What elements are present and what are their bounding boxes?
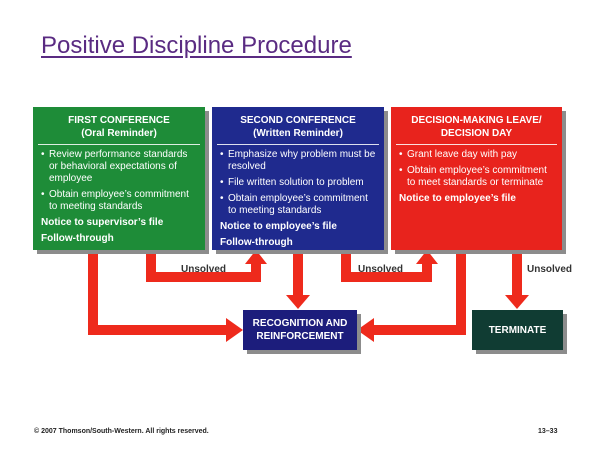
list-item: • Emphasize why problem must be resolved — [220, 149, 378, 173]
bullet-icon: • — [399, 165, 403, 176]
connector-first-to-second — [146, 272, 261, 282]
list-item: • Obtain employee’s commitment to meeting… — [41, 189, 199, 213]
connector-first-to-recognition — [88, 250, 98, 335]
stage-title: FIRST CONFERENCE — [68, 115, 170, 126]
stage-note: Notice to employee’s file — [399, 193, 516, 204]
stage-note: Notice to supervisor’s file — [41, 217, 164, 228]
bullet-icon: • — [41, 149, 45, 160]
copyright-footer: © 2007 Thomson/South-Western. All rights… — [34, 428, 209, 435]
bullet-text: Grant leave day with pay — [407, 149, 518, 160]
stage-title: DECISION-MAKING LEAVE/ — [411, 115, 542, 126]
arrowhead-up-third — [416, 250, 438, 264]
stage-title: SECOND CONFERENCE — [240, 115, 356, 126]
bullet-icon: • — [220, 177, 224, 188]
connector-third-to-terminate — [512, 250, 522, 296]
divider — [217, 144, 379, 145]
bullet-icon: • — [220, 149, 224, 160]
recognition-label: RECOGNITION AND REINFORCEMENT — [252, 318, 348, 342]
page-title: Positive Discipline Procedure — [41, 32, 352, 59]
bullet-text: Obtain employee’s commitment to meeting … — [49, 189, 189, 212]
list-item: • Obtain employee’s commitment to meeting… — [220, 193, 378, 217]
connector-third-to-recognition — [372, 325, 466, 335]
unsolved-label-second: Unsolved — [358, 264, 404, 275]
stage-subtitle: DECISION DAY — [440, 128, 513, 139]
bullet-text: Obtain employee’s commitment to meeting … — [228, 193, 368, 216]
unsolved-label-first: Unsolved — [181, 264, 227, 275]
connector-second-to-third — [422, 262, 432, 282]
connector-second-to-third — [341, 250, 351, 282]
stage-note: Follow-through — [41, 233, 114, 244]
page-number: 13–33 — [538, 428, 558, 435]
arrowhead-down-terminate — [505, 295, 529, 309]
stage-heading: SECOND CONFERENCE (Written Reminder) — [212, 107, 384, 144]
arrowhead-right-recognition — [226, 318, 243, 342]
connector-first-to-second — [251, 262, 261, 282]
unsolved-label-third: Unsolved — [527, 264, 573, 275]
bullet-text: Emphasize why problem must be resolved — [228, 149, 376, 172]
stage-second-conference: SECOND CONFERENCE (Written Reminder) • Em… — [212, 107, 384, 250]
stage-bullets: •Emphasize why problem must be resolved … — [212, 149, 384, 217]
terminate-box: TERMINATE — [472, 310, 563, 350]
connector-first-to-recognition — [88, 325, 228, 335]
stage-bullets: • Review performance standards or behavio… — [33, 149, 205, 213]
bullet-icon: • — [399, 149, 403, 160]
stage-note: Follow-through — [220, 237, 293, 248]
divider — [38, 144, 200, 145]
stage-bullets: • Grant leave day with pay • Obtain employ… — [391, 149, 562, 189]
arrowhead-down-recognition — [286, 295, 310, 309]
stage-decision-making-leave: DECISION-MAKING LEAVE/ DECISION DAY • Gra… — [391, 107, 562, 250]
arrowhead-up-second — [245, 250, 267, 264]
stage-note: Notice to employee’s file — [220, 221, 337, 232]
list-item: • File written solution to problem — [220, 177, 378, 189]
stage-heading: DECISION-MAKING LEAVE/ DECISION DAY — [391, 107, 562, 144]
bullet-text: Review performance standards or behavior… — [49, 149, 188, 184]
bullet-text: File written solution to problem — [228, 177, 364, 188]
stage-subtitle: (Oral Reminder) — [81, 128, 157, 139]
list-item: • Obtain employee’s commitment to meet st… — [399, 165, 556, 189]
bullet-icon: • — [220, 193, 224, 204]
connector-second-to-third — [341, 272, 432, 282]
bullet-text: Obtain employee’s commitment to meet sta… — [407, 165, 547, 188]
recognition-reinforcement-box: RECOGNITION AND REINFORCEMENT — [243, 310, 357, 350]
list-item: • Review performance standards or behavio… — [41, 149, 199, 185]
terminate-label: TERMINATE — [488, 324, 547, 336]
connector-first-to-second — [146, 250, 156, 282]
stage-subtitle: (Written Reminder) — [253, 128, 343, 139]
bullet-icon: • — [41, 189, 45, 200]
connector-second-to-recognition — [293, 250, 303, 296]
stage-first-conference: FIRST CONFERENCE (Oral Reminder) • Review… — [33, 107, 205, 250]
connector-third-to-recognition — [456, 250, 466, 335]
list-item: • Grant leave day with pay — [399, 149, 556, 161]
divider — [396, 144, 557, 145]
stage-heading: FIRST CONFERENCE (Oral Reminder) — [33, 107, 205, 144]
arrowhead-left-recognition — [357, 318, 374, 342]
